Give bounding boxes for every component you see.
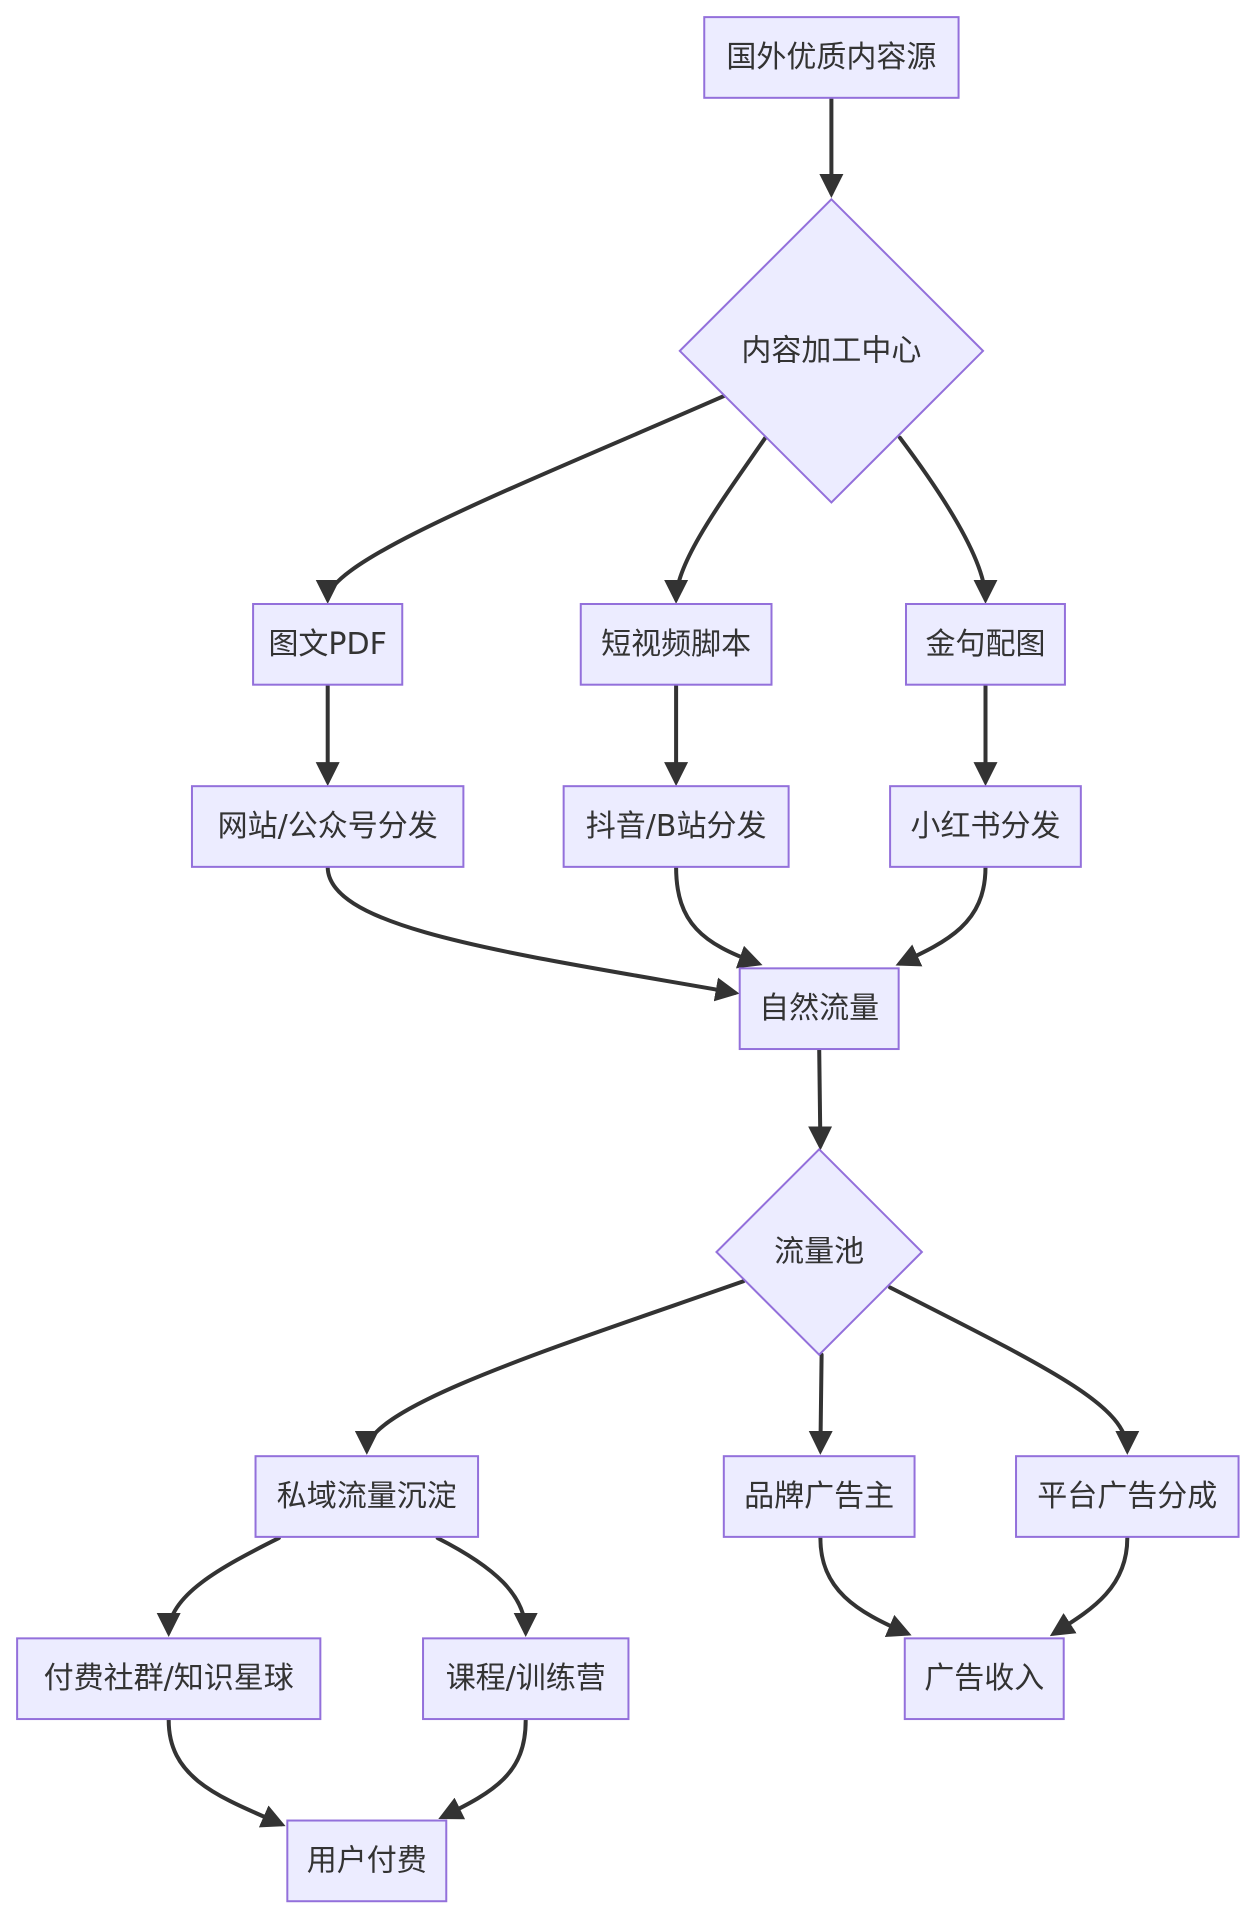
process-box <box>16 1637 322 1721</box>
process-box <box>722 1455 916 1538</box>
node-label-private: 私域流量沉淀 <box>277 1479 457 1514</box>
edge-pool-to-private <box>354 1279 746 1455</box>
node-label-pool: 流量池 <box>774 1235 864 1270</box>
node-natural: 自然流量 <box>738 967 900 1051</box>
node-quote: 金句配图 <box>904 602 1066 686</box>
node-label-center: 内容加工中心 <box>741 333 921 368</box>
process-box <box>190 785 465 868</box>
node-label-script: 短视频脚本 <box>601 627 751 662</box>
edge-course-to-userpay <box>438 1718 528 1820</box>
edge-center-to-script <box>664 435 768 604</box>
node-adincome: 广告收入 <box>903 1637 1065 1721</box>
node-userpay: 用户付费 <box>286 1819 448 1903</box>
node-pdf: 图文PDF <box>252 602 404 686</box>
process-box <box>286 1819 448 1903</box>
edges-layer <box>156 97 1140 1828</box>
process-box <box>562 785 790 868</box>
node-douyin: 抖音/B站分发 <box>562 785 790 868</box>
decision-diamond <box>715 1147 924 1357</box>
node-label-source: 国外优质内容源 <box>726 40 936 75</box>
edge-xhs-to-natural <box>895 864 988 967</box>
node-label-community: 付费社群/知识星球 <box>44 1661 294 1696</box>
process-box <box>738 967 900 1051</box>
node-label-brand: 品牌广告主 <box>744 1479 894 1514</box>
process-box <box>579 602 773 686</box>
edge-douyin-to-natural <box>674 864 763 969</box>
process-box <box>252 602 404 686</box>
node-label-natural: 自然流量 <box>759 991 879 1026</box>
node-script: 短视频脚本 <box>579 602 773 686</box>
node-label-xhs: 小红书分发 <box>910 809 1060 844</box>
node-course: 课程/训练营 <box>422 1637 630 1721</box>
node-label-userpay: 用户付费 <box>307 1843 427 1878</box>
process-box <box>254 1455 480 1538</box>
edge-pool-to-platform <box>888 1285 1140 1455</box>
edge-private-to-course <box>435 1536 538 1637</box>
node-label-platform: 平台广告分成 <box>1037 1479 1217 1514</box>
node-brand: 品牌广告主 <box>722 1455 916 1538</box>
edge-center-to-quote <box>897 435 998 604</box>
process-box <box>703 16 960 99</box>
decision-diamond <box>678 197 985 504</box>
edge-center-to-pdf <box>315 394 726 604</box>
edge-pool-to-brand <box>808 1352 833 1455</box>
node-label-douyin: 抖音/B站分发 <box>586 809 767 844</box>
node-xhs: 小红书分发 <box>889 785 1082 868</box>
edge-web-to-natural <box>325 864 740 1002</box>
edge-platform-to-adincome <box>1049 1536 1130 1637</box>
node-label-pdf: 图文PDF <box>268 627 386 662</box>
process-box <box>904 602 1066 686</box>
node-community: 付费社群/知识星球 <box>16 1637 322 1721</box>
edge-private-to-community <box>156 1536 281 1637</box>
node-label-quote: 金句配图 <box>925 627 1045 662</box>
node-platform: 平台广告分成 <box>1015 1455 1240 1538</box>
edge-brand-to-adincome <box>818 1536 912 1637</box>
node-label-adincome: 广告收入 <box>924 1661 1044 1696</box>
process-box <box>889 785 1082 868</box>
process-box <box>422 1637 630 1721</box>
node-pool: 流量池 <box>715 1147 924 1357</box>
node-center: 内容加工中心 <box>678 197 985 504</box>
node-label-web: 网站/公众号分发 <box>218 809 438 844</box>
node-label-course: 课程/训练营 <box>446 1661 606 1696</box>
node-private: 私域流量沉淀 <box>254 1455 480 1538</box>
node-web: 网站/公众号分发 <box>190 785 465 868</box>
process-box <box>903 1637 1065 1721</box>
node-source: 国外优质内容源 <box>703 16 960 99</box>
edge-natural-to-pool <box>808 1047 833 1151</box>
process-box <box>1015 1455 1240 1538</box>
edge-community-to-userpay <box>166 1718 286 1828</box>
